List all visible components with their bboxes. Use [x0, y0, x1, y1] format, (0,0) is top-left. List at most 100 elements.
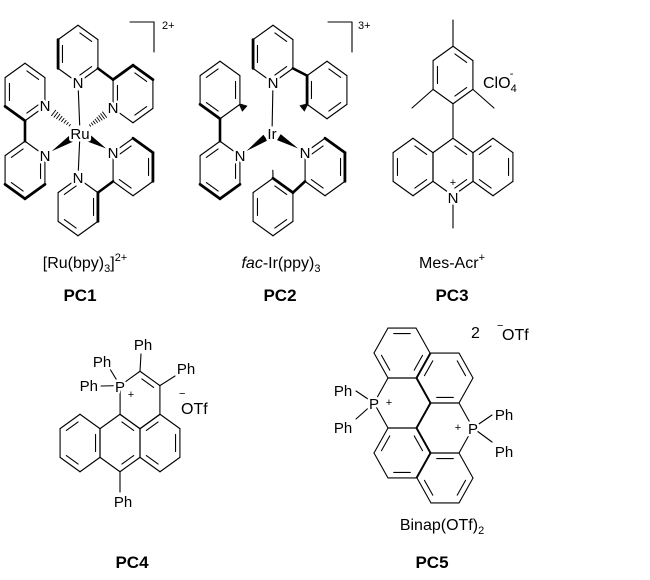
hashed-bond: [240, 104, 245, 110]
ring-bond: [416, 402, 432, 429]
wedge-bond: [51, 136, 73, 152]
atom-n: N: [108, 145, 119, 162]
ring-bond: [252, 177, 274, 194]
ring-bond: [139, 456, 161, 473]
ring-bond: [472, 137, 494, 154]
ring-bond: [119, 413, 141, 430]
hashed-bond: [239, 103, 242, 107]
ring-bond: [272, 220, 294, 237]
hashed-bond: [89, 124, 92, 127]
hashed-bond: [303, 104, 307, 108]
bond: [355, 390, 375, 404]
atom-n: N: [40, 98, 51, 115]
wedge-bond: [87, 135, 107, 149]
ring-bond: [119, 456, 141, 473]
double-bond: [26, 70, 40, 80]
ring-bond: [198, 182, 222, 201]
pc1-caption: [Ru(bpy)3]2+: [43, 252, 127, 275]
bond: [96, 67, 115, 81]
ring-bond: [373, 402, 389, 429]
ring-bond: [492, 137, 514, 154]
ring-bond: [416, 452, 432, 479]
ring-bond: [392, 137, 414, 154]
double-bond: [478, 145, 492, 155]
hashed-bond: [302, 104, 307, 110]
double-bond: [454, 179, 468, 189]
ring-bond: [131, 136, 155, 155]
double-bond: [205, 182, 219, 192]
hashed-bond: [53, 111, 59, 118]
double-bond: [274, 32, 288, 42]
hashed-bond: [305, 103, 308, 107]
pc3-caption: Mes-Acr+: [419, 252, 485, 272]
ring-bond: [79, 413, 101, 430]
ring-bond: [132, 180, 154, 197]
atom-n: N: [448, 190, 459, 207]
counterion-main: ClO: [483, 75, 511, 92]
ring-bond: [416, 352, 432, 379]
atom-n: N: [73, 170, 84, 187]
minus-charge: −: [497, 320, 503, 332]
pc4-structure: P + Ph Ph Ph Ph Ph − OTf PC4: [77, 335, 208, 573]
ring-bond: [458, 352, 474, 379]
pc1-structure: Ru N N N N N N 2+ [Ru(bpy)3]2+ PC1: [37, 20, 174, 305]
hashed-bond: [304, 103, 308, 107]
ring-bond: [219, 60, 241, 77]
hashed-bond: [66, 121, 69, 125]
ring-bond: [452, 45, 474, 62]
ring-bond: [4, 140, 26, 157]
double-bond: [423, 360, 434, 377]
counterion-otf: OTf: [181, 401, 208, 418]
caption-main: Binap(OTf): [400, 517, 478, 534]
double-bond: [65, 455, 79, 465]
ring-bond: [99, 456, 121, 473]
pc4-label: PC4: [115, 553, 149, 572]
ring-bond: [77, 24, 99, 41]
atom-ru: Ru: [70, 126, 89, 143]
hashed-bond: [68, 123, 71, 127]
hashed-bond: [102, 111, 108, 118]
double-bond: [79, 66, 93, 76]
hashed-bond: [92, 120, 96, 125]
double-bond: [205, 148, 219, 158]
ring-bond: [306, 103, 328, 120]
double-bond: [310, 179, 324, 189]
hashed-bond: [56, 113, 61, 120]
ring-bond: [218, 182, 242, 201]
ring-bond: [472, 180, 494, 197]
ring-bond: [199, 140, 221, 157]
ring-bond: [131, 63, 155, 82]
bond: [291, 180, 307, 194]
ring-bond: [252, 220, 274, 237]
hashed-bond: [100, 113, 105, 120]
double-bond: [134, 106, 148, 116]
hashed-bond: [90, 122, 94, 126]
ring-bond: [412, 137, 434, 154]
ring-bond: [392, 180, 414, 197]
bond-layer: [3, 19, 514, 504]
ring-bond: [415, 327, 431, 354]
double-bond: [10, 182, 24, 192]
double-bond: [141, 378, 155, 388]
double-bond: [205, 102, 219, 112]
pc3-structure: N + ClO4- Mes-Acr+ PC3: [419, 68, 517, 305]
ring-bond: [57, 177, 79, 194]
caption-main: [Ru(bpy): [43, 255, 104, 272]
bond: [271, 90, 274, 127]
hashed-bond: [94, 118, 98, 123]
ring-bond: [198, 102, 222, 121]
pc1-label: PC1: [63, 286, 96, 305]
ring-bond: [304, 137, 326, 154]
double-bond: [205, 68, 219, 78]
ring-bond: [199, 60, 221, 77]
atom-n: N: [300, 145, 311, 162]
ring-bond: [373, 377, 389, 404]
ring-bond: [373, 327, 389, 354]
phenyl-label: Ph: [177, 361, 195, 378]
ring-bond: [99, 413, 121, 430]
ring-bond: [373, 352, 389, 379]
phenyl-label: Ph: [495, 407, 513, 424]
hashed-bond: [241, 104, 246, 110]
caption-sub: 3: [314, 263, 320, 275]
